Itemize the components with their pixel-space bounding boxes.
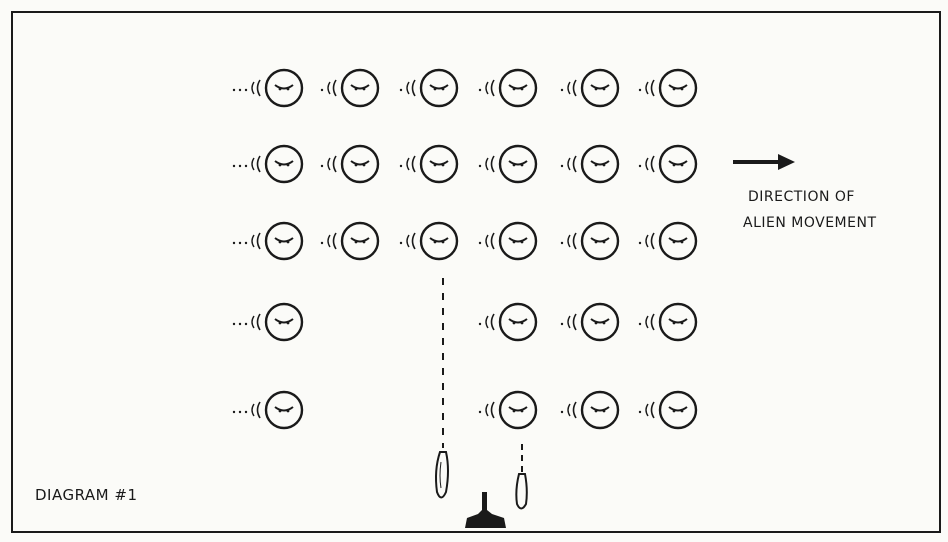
alien-face-icon	[560, 144, 620, 184]
alien-face-icon	[638, 302, 698, 342]
alien-face-icon	[560, 390, 620, 430]
motion-lines-icon	[478, 232, 495, 250]
motion-lines-icon	[560, 401, 577, 419]
alien-face-icon	[560, 221, 620, 261]
direction-label-line2: ALIEN MOVEMENT	[743, 215, 877, 231]
alien-face-icon	[638, 390, 698, 430]
alien-face-icon	[232, 221, 304, 261]
alien-face-icon	[638, 221, 698, 261]
alien-face-icon	[560, 302, 620, 342]
alien-face-icon	[320, 144, 380, 184]
alien-face-icon	[638, 144, 698, 184]
alien-face-icon	[478, 302, 538, 342]
alien-face-icon	[399, 144, 459, 184]
diagram-label: DIAGRAM #1	[35, 486, 138, 504]
motion-lines-icon	[478, 79, 495, 97]
alien-face-icon	[478, 390, 538, 430]
motion-lines-icon	[560, 155, 577, 173]
motion-lines-icon	[638, 155, 655, 173]
alien-face-icon	[232, 390, 304, 430]
motion-lines-icon	[232, 79, 261, 97]
motion-lines-icon	[232, 401, 261, 419]
motion-lines-icon	[638, 401, 655, 419]
motion-lines-icon	[320, 155, 337, 173]
alien-face-icon	[399, 221, 459, 261]
motion-lines-icon	[232, 155, 261, 173]
direction-label-line1: DIRECTION OF	[748, 189, 855, 205]
motion-lines-icon	[399, 155, 416, 173]
motion-lines-icon	[399, 79, 416, 97]
alien-face-icon	[232, 144, 304, 184]
alien-face-icon	[399, 68, 459, 108]
motion-lines-icon	[320, 232, 337, 250]
alien-face-icon	[320, 221, 380, 261]
motion-lines-icon	[560, 79, 577, 97]
alien-face-icon	[638, 68, 698, 108]
motion-lines-icon	[478, 313, 495, 331]
motion-lines-icon	[232, 313, 261, 331]
diagram-frame	[11, 11, 941, 533]
alien-face-icon	[560, 68, 620, 108]
alien-face-icon	[232, 302, 304, 342]
motion-lines-icon	[478, 155, 495, 173]
laser-cannon-icon	[465, 492, 506, 528]
missile-left	[435, 451, 449, 499]
motion-lines-icon	[399, 232, 416, 250]
alien-face-icon	[478, 68, 538, 108]
alien-formation	[232, 68, 698, 430]
motion-lines-icon	[560, 232, 577, 250]
motion-lines-icon	[320, 79, 337, 97]
alien-face-icon	[232, 68, 304, 108]
motion-lines-icon	[638, 232, 655, 250]
alien-face-icon	[478, 221, 538, 261]
motion-lines-icon	[638, 313, 655, 331]
motion-lines-icon	[560, 313, 577, 331]
motion-lines-icon	[232, 232, 261, 250]
alien-face-icon	[320, 68, 380, 108]
motion-lines-icon	[638, 79, 655, 97]
motion-lines-icon	[478, 401, 495, 419]
direction-arrow-icon	[733, 154, 795, 170]
missile-right	[515, 473, 528, 510]
alien-face-icon	[478, 144, 538, 184]
